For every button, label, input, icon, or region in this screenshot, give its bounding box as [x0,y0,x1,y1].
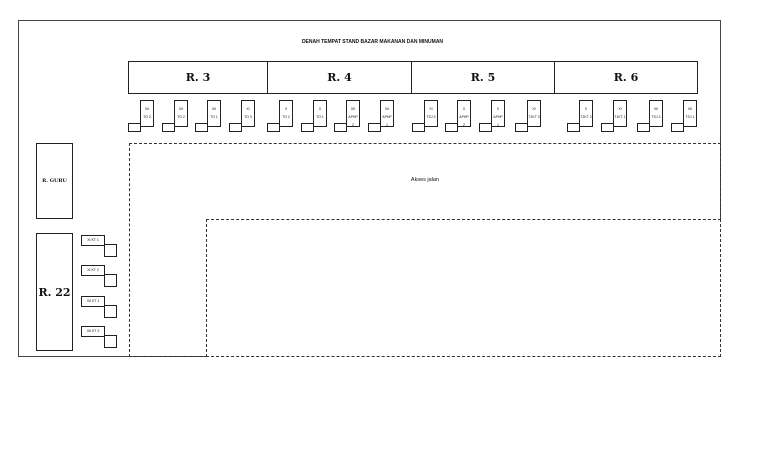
stall-grade: XII [687,107,693,111]
stall-grade: XII [211,107,217,111]
stall: XII TSJ 2 [649,100,663,127]
side-stall: XII KT 1 [81,296,105,307]
stall-label: TO 3 [143,115,151,119]
stall-label: TJKT 3 [528,115,540,119]
side-stall: XII KT 2 [81,326,105,337]
stall-grade: XI [618,107,622,111]
stall-table [267,123,280,132]
stall-label: TO 1 [316,115,324,119]
stall-table [479,123,492,132]
stall-table [671,123,684,132]
stall: X TJKT 2 [579,100,593,127]
side-stall-table [104,274,117,287]
stall-grade: XI [246,107,250,111]
stall-table [334,123,347,132]
side-stall-table [104,244,117,257]
stall-label: TSJ 1 [685,115,695,119]
stall: X APHP 2 [457,100,471,127]
stall: XII APHP 2 [346,100,360,127]
stall-label: APHP 1 [493,115,503,127]
stall: XII TSJ 1 [683,100,697,127]
stall-grade: XII [384,107,390,111]
stall: XII APHP 1 [380,100,394,127]
stall-table [229,123,242,132]
side-stall-table [104,305,117,318]
access-label: Akses jalan [410,177,440,183]
map-title: DENAH TEMPAT STAND BAZAR MAKANAN DAN MIN… [301,39,444,45]
stall-label: APHP 1 [382,115,392,127]
stall-label: TO 1 [210,115,218,119]
stall-table [162,123,175,132]
stall-grade: X [462,107,466,111]
stall: X APHP 1 [491,100,505,127]
room-r5: R. 5 [411,61,554,94]
side-stall: XI KT 2 [81,265,105,276]
stall: XI TSJ 3 [424,100,438,127]
stall-table [368,123,381,132]
stall-grade: XI [429,107,433,111]
stall-grade: X [318,107,322,111]
stall-label: TSJ 3 [426,115,436,119]
stall-table [445,123,458,132]
courtyard-area [206,219,721,357]
stall-label: TO 3 [244,115,252,119]
stall-table [412,123,425,132]
stall: XII TO 2 [174,100,188,127]
stall-label: TJKT 1 [614,115,626,119]
room-r6: R. 6 [554,61,698,94]
stall: X TO 2 [279,100,293,127]
stall-grade: X [284,107,288,111]
stall-grade: XI [532,107,536,111]
side-stall: XI KT 1 [81,235,105,246]
stall: XI TO 3 [241,100,255,127]
room-guru: R. GURU [36,143,73,219]
stall-label: TSJ 2 [651,115,661,119]
room-r3: R. 3 [128,61,267,94]
stall-grade: X [584,107,588,111]
stall-grade: XII [144,107,150,111]
stall-label: TJKT 2 [580,115,592,119]
room-r4: R. 4 [267,61,411,94]
stall: XII TO 1 [207,100,221,127]
stall: XII TO 3 [140,100,154,127]
stall-table [195,123,208,132]
stall-table [128,123,141,132]
side-stall-table [104,335,117,348]
stall-table [637,123,650,132]
stall-grade: XII [653,107,659,111]
stall-label: APHP 2 [348,115,358,127]
stall-grade: X [496,107,500,111]
stall: XI TJKT 3 [527,100,541,127]
stall-label: TO 2 [282,115,290,119]
stall-table [301,123,314,132]
stall-grade: XII [350,107,356,111]
stall-table [515,123,528,132]
stall-label: TO 2 [177,115,185,119]
stall: XI TJKT 1 [613,100,627,127]
stall-label: APHP 2 [459,115,469,127]
stall-table [601,123,614,132]
stall: X TO 1 [313,100,327,127]
stall-grade: XII [178,107,184,111]
stall-table [567,123,580,132]
room-r22: R. 22 [36,233,73,351]
